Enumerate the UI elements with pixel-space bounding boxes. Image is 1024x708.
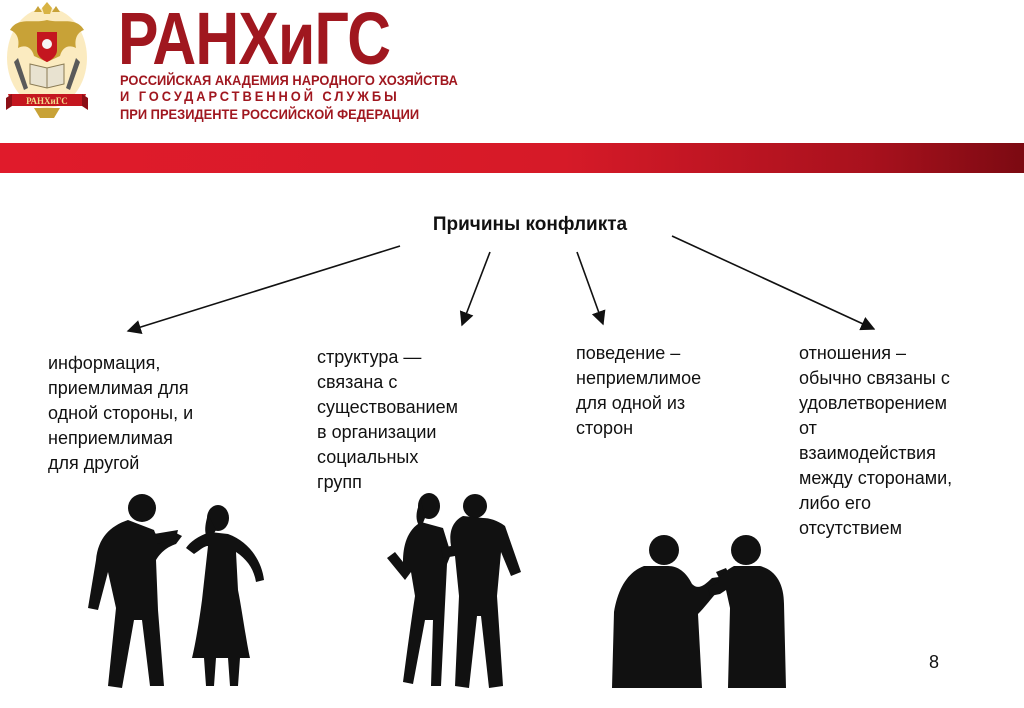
cause-relations: отношения – обычно связаны с удовлетворе… <box>799 343 953 538</box>
brand-name: РАНХиГС <box>118 0 391 80</box>
arrow-to-cause-1 <box>126 245 401 335</box>
cause-structure: структура — связана с существованием в о… <box>317 347 458 492</box>
arguing-man-woman-icon <box>88 494 264 688</box>
diagram-title: Причины конфликта <box>432 214 628 235</box>
emblem-ribbon-text: РАНХиГС <box>26 96 68 106</box>
arrow-to-cause-4 <box>671 235 876 331</box>
page-number: 8 <box>928 652 939 672</box>
arguing-two-men-icon <box>612 535 786 688</box>
cause-information: информация, приемлимая для одной стороны… <box>48 353 194 473</box>
brand-line-3: ПРИ ПРЕЗИДЕНТЕ РОССИЙСКОЙ ФЕДЕРАЦИИ <box>120 106 420 122</box>
arrow-to-cause-3 <box>576 251 606 326</box>
ranepa-emblem-icon: РАНХиГС <box>6 2 88 118</box>
header-red-band <box>0 143 1024 173</box>
brand-line-1: РОССИЙСКАЯ АКАДЕМИЯ НАРОДНОГО ХОЗЯЙСТВА <box>120 72 458 88</box>
arrow-to-cause-2 <box>459 251 491 327</box>
cause-behavior: поведение – неприемлимое для одной из ст… <box>576 343 702 438</box>
brand-line-2: И ГОСУДАРСТВЕННОЙ СЛУЖБЫ <box>120 88 400 104</box>
arguing-woman-man-icon <box>387 493 521 688</box>
header: РАНХиГС РАНХиГС РОССИЙСКАЯ АКАДЕМИЯ НАРО… <box>0 0 1024 140</box>
